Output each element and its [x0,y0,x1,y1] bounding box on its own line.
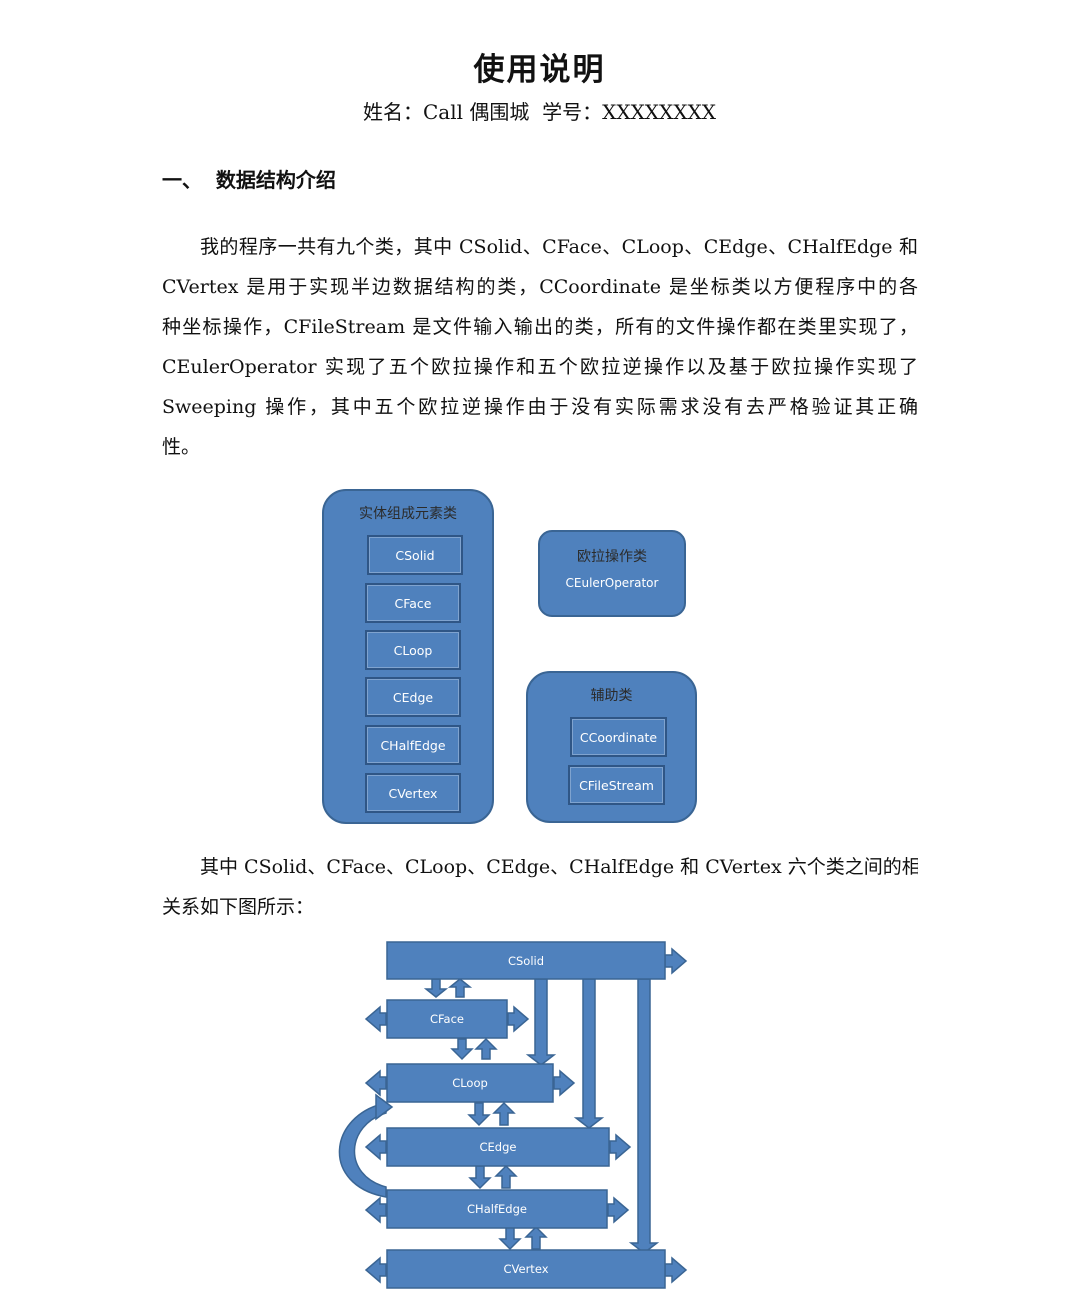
paragraph-line: Sweeping 操作，其中五个欧拉逆操作由于没有实际需求没有去严格验证其正确 [162,396,918,418]
euler-class-name: CEulerOperator [565,576,659,590]
euler-class-group: 欧拉操作类 CEulerOperator [538,530,686,617]
helper-class-group: 辅助类 CCoordinate CFileStream [526,671,697,823]
arrow-up [492,1101,516,1126]
node-label: CLoop [452,1076,488,1090]
document-title: 使用说明 [473,52,606,88]
arrow-right [553,1069,576,1097]
class-relationship-diagram: CSolid CFace CLoop CEdge CHalfEdge CVert… [338,941,688,1289]
arrow-up [474,1037,498,1060]
node-cedge-box [386,1127,610,1167]
class-box-cface: CFace [365,583,461,623]
node-label: CVertex [504,1262,549,1276]
node-label: CHalfEdge [467,1202,527,1216]
arrow-left [364,1069,387,1097]
class-box-ccoordinate: CCoordinate [570,717,667,757]
paragraph-line: 关系如下图所示： [162,896,315,918]
author-line: 姓名：Call 偶围城 学号：XXXXXXXX [363,100,716,124]
node-cloop-box [386,1063,554,1103]
paragraph-line: 我的程序一共有九个类，其中 CSolid、CFace、CLoop、CEdge、C… [200,236,918,258]
arrow-right [507,1005,530,1033]
class-box-cedge: CEdge [365,677,461,717]
relation-paragraph: 其中 CSolid、CFace、CLoop、CEdge、CHalfEdge 和 … [162,847,918,927]
node-chalfedge-box [386,1189,608,1229]
arrow-up [524,1225,548,1250]
arrow-left [364,1196,387,1224]
arrow-down [467,1102,491,1127]
arrow-down [450,1038,474,1061]
class-box-csolid: CSolid [367,535,463,575]
arrow-right [609,1133,632,1161]
arrow-up [494,1164,518,1189]
node-csolid-box [386,941,666,980]
class-box-cloop: CLoop [365,630,461,670]
node-cvertex-box [386,1249,666,1289]
arrow-left [364,1133,387,1161]
arrow-down [423,978,449,998]
entity-group-title: 实体组成元素类 [359,506,457,522]
node-cface-box [386,999,508,1039]
arrow-up [447,978,473,998]
arrow-solid-to-loop [525,978,557,1066]
arrow-down [468,1165,492,1190]
arrow-right [664,1256,688,1284]
class-box-chalfedge: CHalfEdge [365,725,461,765]
node-label: CSolid [508,954,544,968]
section-heading: 一、 数据结构介绍 [162,168,336,192]
paragraph-line: CVertex 是用于实现半边数据结构的类，CCoordinate 是坐标类以方… [162,276,918,298]
arrow-left [364,1256,387,1284]
arrow-left [364,1005,387,1033]
arrow-down [498,1226,522,1251]
arrow-solid-to-vertex [628,978,660,1254]
helper-group-title: 辅助类 [590,688,633,704]
class-box-cfilestream: CFileStream [568,765,665,805]
class-box-cvertex: CVertex [365,773,461,813]
arrow-solid-to-edge [573,978,605,1129]
arrow-right [607,1196,630,1224]
intro-paragraph: 我的程序一共有九个类，其中 CSolid、CFace、CLoop、CEdge、C… [162,227,918,467]
curved-arrowhead [375,1093,394,1121]
node-label: CFace [430,1012,464,1026]
paragraph-line: 其中 CSolid、CFace、CLoop、CEdge、CHalfEdge 和 … [200,856,918,878]
curved-arrow [338,1102,387,1198]
arrow-right [664,947,688,975]
euler-group-title: 欧拉操作类 [577,549,647,565]
node-label: CEdge [480,1140,517,1154]
paragraph-line: CEulerOperator 实现了五个欧拉操作和五个欧拉逆操作以及基于欧拉操作… [162,356,918,378]
paragraph-line: 性。 [162,436,201,458]
paragraph-line: 种坐标操作，CFileStream 是文件输入输出的类，所有的文件操作都在类里实… [162,316,918,338]
entity-class-group: 实体组成元素类 CSolid CFace CLoop CEdge CHalfEd… [322,489,494,824]
